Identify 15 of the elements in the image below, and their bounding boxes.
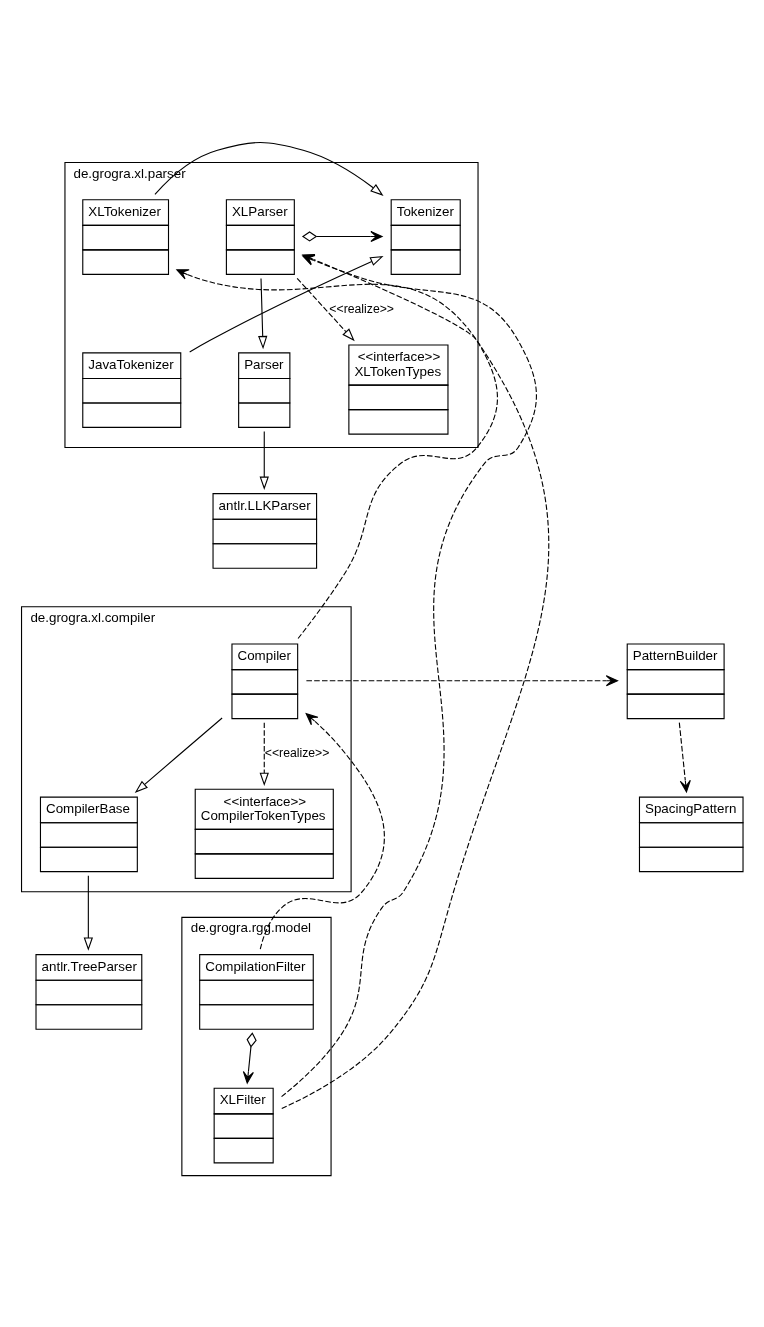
arrow (258, 277, 268, 350)
arrow (259, 722, 269, 787)
arrow (259, 713, 385, 950)
arrow (83, 875, 94, 951)
edge-label: <<realize>> (329, 301, 394, 316)
arrow (678, 722, 691, 793)
arrow (301, 230, 383, 243)
arrow (176, 269, 549, 1110)
arrow (134, 717, 223, 793)
arrow (259, 430, 269, 490)
arrow (154, 141, 384, 196)
arrow (296, 277, 355, 342)
edge-label: <<realize>> (264, 745, 330, 760)
arrow (305, 675, 619, 687)
arrow (242, 1032, 257, 1084)
